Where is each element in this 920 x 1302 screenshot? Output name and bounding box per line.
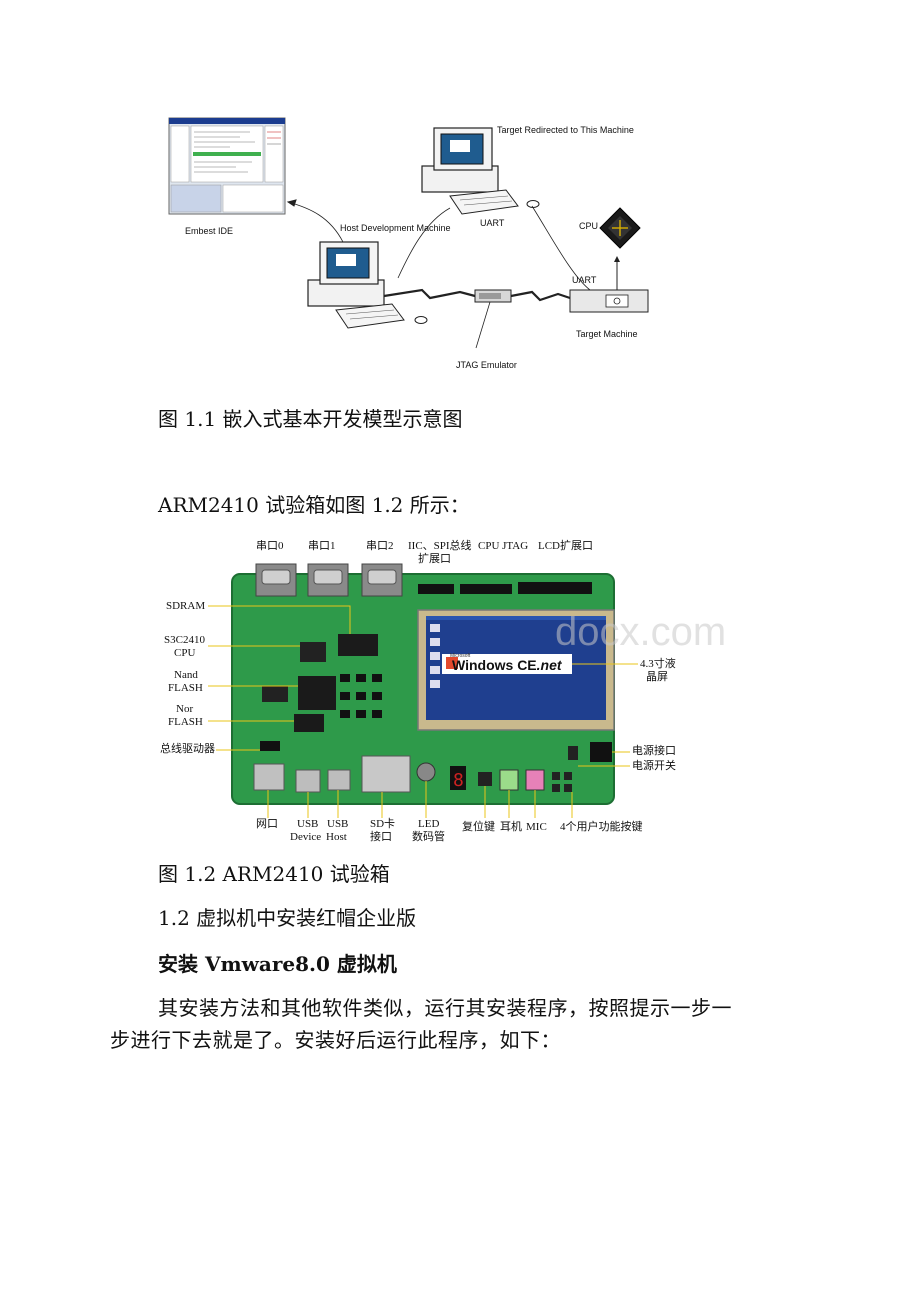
- body-line-1: 其安装方法和其他软件类似，运行其安装程序，按照提示一步一: [158, 996, 732, 1020]
- target-machine-label: Target Machine: [576, 329, 638, 339]
- figure-1-diagram: Embest IDE Host Development Machine Targ…: [160, 112, 680, 382]
- redirected-computer: [421, 127, 540, 215]
- led-label-line2: 数码管: [412, 831, 445, 843]
- power-port-label: 电源接口: [632, 745, 676, 757]
- section-heading: 1.2 虚拟机中安装红帽企业版: [158, 906, 417, 930]
- jtag-emulator-label: JTAG Emulator: [456, 360, 517, 370]
- header-connectors: [418, 582, 592, 594]
- s3c2410-cpu-label: CPU: [174, 647, 196, 659]
- power-switch-label: 电源开关: [632, 760, 676, 772]
- serial2-label: 串口2: [366, 540, 394, 552]
- lcd-screen: [417, 609, 615, 731]
- cpu-jtag-label: CPU JTAG: [478, 540, 529, 552]
- chips: [260, 634, 382, 751]
- jtag-emulator-device: [474, 289, 512, 303]
- figure-2-caption: 图 1.2 ARM2410 试验箱: [158, 862, 390, 886]
- sdram-label: SDRAM: [166, 600, 206, 612]
- connection-lines: [286, 199, 591, 349]
- cpu-chip: [599, 207, 641, 249]
- leader-lines: [208, 605, 638, 818]
- usb-device-label-line2: Device: [290, 831, 322, 843]
- dev-model-svg: [168, 117, 649, 349]
- target-redirected-label: Target Redirected to This Machine: [497, 125, 634, 135]
- target-machine: [569, 256, 649, 313]
- nand-flash-label: FLASH: [168, 682, 203, 694]
- subheading: 安装 Vmware8.0 虚拟机: [158, 952, 397, 976]
- nand-label: Nand: [174, 669, 198, 681]
- serial-connectors: [255, 563, 403, 597]
- watermark: docx.com: [555, 610, 727, 654]
- uart-bottom-label: UART: [572, 275, 597, 285]
- cpu-label: CPU: [579, 221, 599, 231]
- usb-host-label: USB: [327, 818, 349, 830]
- bus-driver-label: 总线驱动器: [160, 743, 215, 755]
- s3c2410-label: S3C2410: [164, 634, 205, 646]
- earphone-label: 耳机: [500, 821, 522, 833]
- screen-brand: Windows CE: [452, 657, 537, 673]
- host-computer: [307, 241, 428, 329]
- net-port-label: 网口: [256, 818, 278, 830]
- intro-paragraph: ARM2410 试验箱如图 1.2 所示：: [158, 493, 470, 517]
- embest-ide-label: Embest IDE: [185, 226, 234, 236]
- figure-2-board: 8: [160, 536, 726, 846]
- usb-device-label: USB: [297, 818, 319, 830]
- lcd-43-label-line2: 晶屏: [646, 671, 668, 683]
- serial0-label: 串口0: [256, 540, 284, 552]
- body-line-2: 步进行下去就是了。安装好后运行此程序，如下：: [110, 1028, 561, 1052]
- board-svg: 8: [208, 563, 638, 818]
- led-label: LED: [418, 818, 440, 830]
- embest-ide-screenshot: [168, 117, 286, 215]
- iic-spi-label-line1: IIC、SPI总线: [408, 540, 472, 552]
- usb-host-label-line2: Host: [326, 831, 347, 843]
- screen-brand-small: Microsoft: [450, 653, 471, 659]
- sd-card-label: SD卡: [370, 818, 396, 830]
- nor-label: Nor: [176, 703, 194, 715]
- figure-1-caption: 图 1.1 嵌入式基本开发模型示意图: [158, 407, 463, 431]
- iic-spi-label-line2: 扩展口: [418, 553, 451, 565]
- user-keys-label: 4个用户功能按键: [560, 821, 643, 833]
- serial1-label: 串口1: [308, 540, 336, 552]
- screen-brand-suffix: .net: [536, 657, 562, 673]
- lcd-ext-label: LCD扩展口: [538, 540, 593, 552]
- mic-label: MIC: [526, 821, 547, 833]
- lcd-43-label: 4.3寸液: [640, 658, 676, 670]
- reset-key-label: 复位键: [462, 821, 495, 833]
- bottom-connectors: 8: [253, 742, 612, 793]
- sd-card-label-line2: 接口: [370, 831, 392, 843]
- uart-top-label: UART: [480, 218, 505, 228]
- nor-flash-label: FLASH: [168, 716, 203, 728]
- host-dev-label: Host Development Machine: [340, 223, 451, 233]
- svg-text:8: 8: [453, 770, 464, 791]
